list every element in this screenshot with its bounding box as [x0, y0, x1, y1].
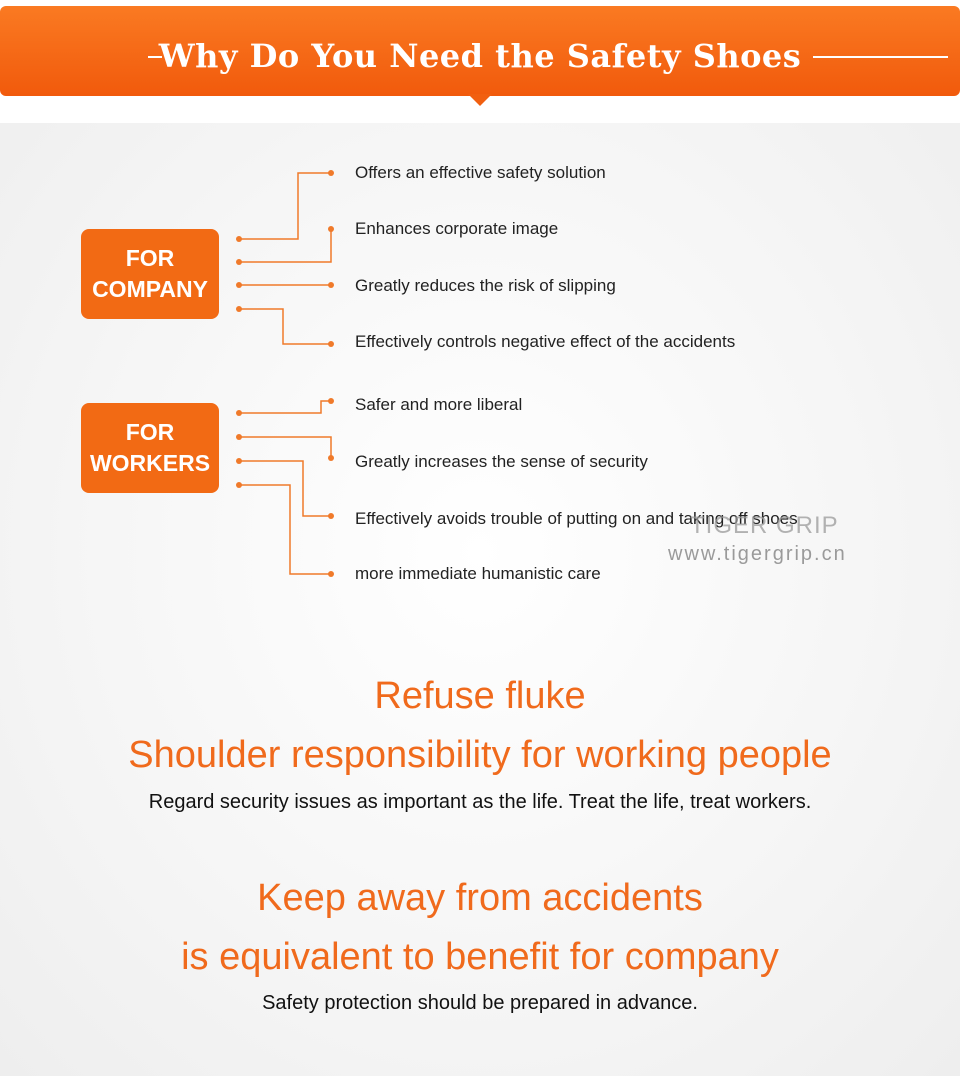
- company-item: Effectively controls negative effect of …: [355, 332, 736, 351]
- workers-badge-line1: FOR: [125, 419, 175, 445]
- company-item: Offers an effective safety solution: [355, 163, 606, 182]
- slogan-subtext: Safety protection should be prepared in …: [262, 992, 698, 1014]
- workers-badge: FOR WORKERS: [81, 403, 219, 493]
- page-title: Why Do You Need the Safety Shoes: [158, 37, 802, 75]
- workers-item: Greatly increases the sense of security: [355, 452, 648, 471]
- banner-rule-right: [813, 56, 948, 58]
- company-badge-line1: FOR: [125, 245, 175, 271]
- company-item: Enhances corporate image: [355, 219, 559, 238]
- banner-pointer: [468, 94, 492, 106]
- banner-rule-left: [148, 56, 162, 58]
- slogan-subtext: Regard security issues as important as t…: [148, 791, 812, 813]
- workers-item: Safer and more liberal: [355, 395, 523, 414]
- workers-item: Effectively avoids trouble of putting on…: [355, 509, 798, 528]
- workers-item: more immediate humanistic care: [355, 564, 601, 583]
- workers-badge-line2: WORKERS: [89, 450, 211, 476]
- header-banner: [0, 6, 960, 96]
- company-item: Greatly reduces the risk of slipping: [355, 276, 616, 295]
- slogan-heading: is equivalent to benefit for company: [181, 936, 779, 978]
- company-badge-line2: COMPANY: [92, 276, 208, 302]
- watermark-url: www.tigergrip.cn: [668, 543, 847, 565]
- watermark-brand: TIGER GRIP: [690, 512, 839, 539]
- slogan-heading: Keep away from accidents: [257, 877, 703, 919]
- slogan-heading: Shoulder responsibility for working peop…: [128, 734, 832, 776]
- slogan-heading: Refuse fluke: [374, 675, 586, 717]
- company-badge: FOR COMPANY: [81, 229, 219, 319]
